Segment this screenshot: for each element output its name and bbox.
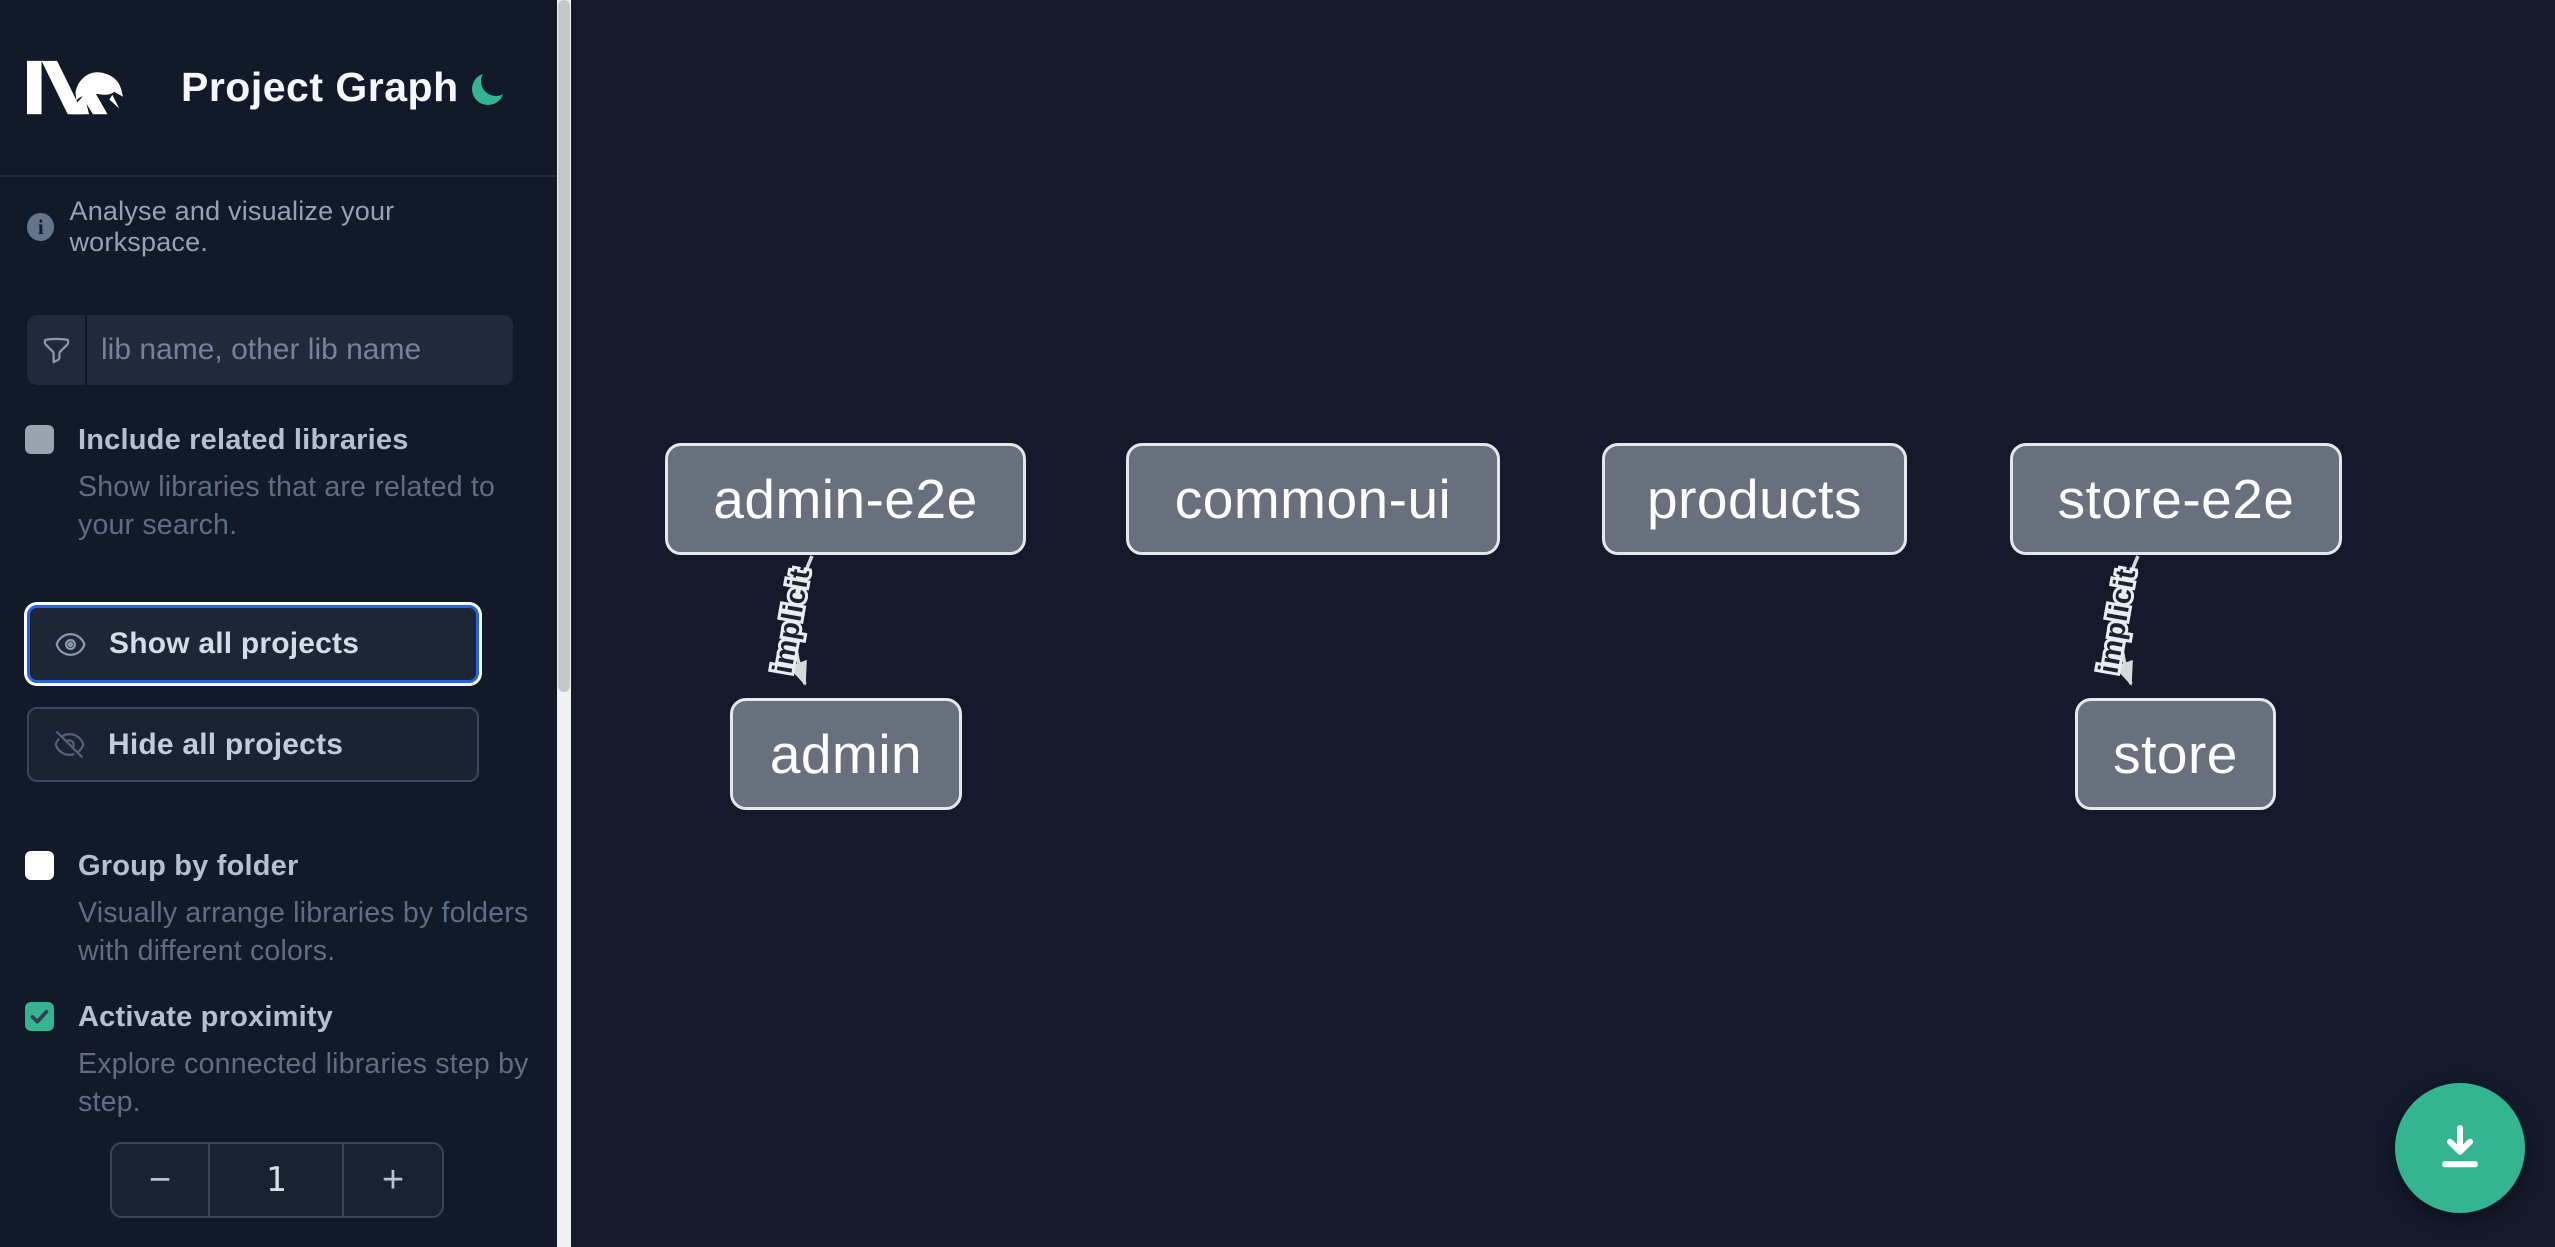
info-icon: i <box>27 213 55 241</box>
graph-node-store-e2e[interactable]: store-e2e <box>2010 443 2342 555</box>
option-activate-proximity: Activate proximity Explore connected lib… <box>25 1001 528 1121</box>
intro-text: Analyse and visualize your workspace. <box>69 196 395 257</box>
checkbox-label[interactable]: Group by folder <box>78 850 299 882</box>
checkbox-group-by-folder[interactable] <box>25 851 54 880</box>
moon-icon <box>472 65 511 105</box>
checkbox-description: Show libraries that are related to your … <box>78 471 496 541</box>
graph-node-admin-e2e[interactable]: admin-e2e <box>665 443 1026 555</box>
graph-node-store[interactable]: store <box>2075 698 2276 810</box>
nx-logo <box>27 60 124 114</box>
eye-slash-icon <box>54 731 85 758</box>
hide-all-projects-button[interactable]: Hide all projects <box>27 707 479 782</box>
graph-node-products[interactable]: products <box>1602 443 1907 555</box>
proximity-value: 1 <box>208 1144 344 1216</box>
checkbox-label[interactable]: Activate proximity <box>78 1001 334 1033</box>
proximity-stepper: − 1 + <box>110 1142 444 1218</box>
graph-node-admin[interactable]: admin <box>730 698 962 810</box>
sidebar-scrollbar-thumb[interactable] <box>558 0 570 692</box>
checkbox-description: Visually arrange libraries by folders wi… <box>78 897 529 967</box>
sidebar-header: Project Graph <box>0 0 557 177</box>
decrement-button[interactable]: − <box>112 1144 208 1216</box>
hide-all-projects-label: Hide all projects <box>108 727 344 761</box>
sidebar: Project Graph i Analyse and visualize yo… <box>0 0 571 1247</box>
graph-node-common-ui[interactable]: common-ui <box>1126 443 1500 555</box>
checkbox-include-related-libraries[interactable] <box>25 425 54 454</box>
page-title: Project Graph <box>181 64 459 110</box>
show-all-projects-label: Show all projects <box>109 627 360 660</box>
intro-row: i Analyse and visualize your workspace. <box>27 196 532 258</box>
filter-box <box>27 315 513 385</box>
graph-canvas[interactable] <box>571 0 2555 1247</box>
checkbox-activate-proximity[interactable] <box>25 1002 54 1031</box>
increment-button[interactable]: + <box>344 1144 442 1216</box>
eye-icon <box>55 632 86 656</box>
theme-toggle-button[interactable] <box>469 65 511 107</box>
checkbox-label[interactable]: Include related libraries <box>78 424 409 456</box>
option-group-by-folder: Group by folder Visually arrange librari… <box>25 850 528 970</box>
download-image-button[interactable] <box>2395 1083 2525 1213</box>
download-icon <box>2442 1125 2478 1168</box>
checkbox-description: Explore connected libraries step by step… <box>78 1048 529 1118</box>
option-include-related-libraries: Include related libraries Show libraries… <box>25 425 515 544</box>
funnel-icon <box>27 315 87 385</box>
show-all-projects-button[interactable]: Show all projects <box>27 605 479 683</box>
check-icon <box>30 1009 49 1024</box>
filter-input[interactable] <box>87 315 513 385</box>
sidebar-scrollbar-track[interactable] <box>557 0 571 1247</box>
